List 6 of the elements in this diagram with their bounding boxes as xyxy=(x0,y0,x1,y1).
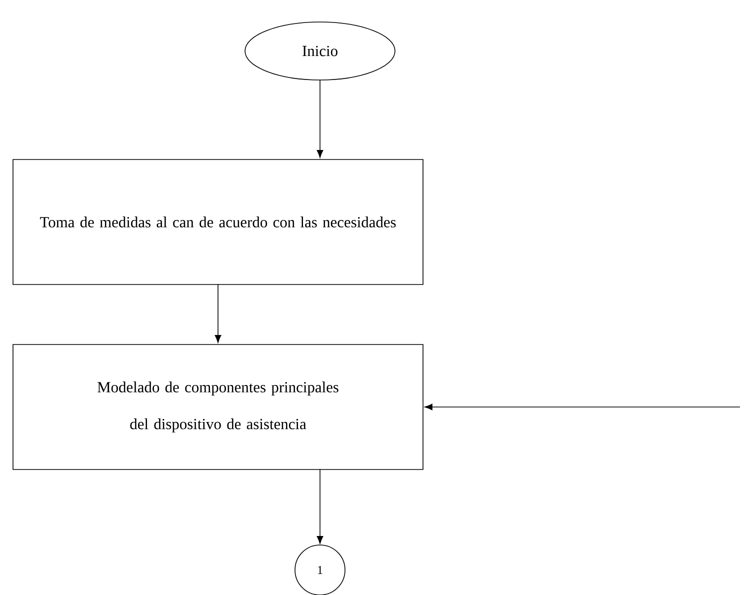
process-box: Toma de medidas al can de acuerdo con las necesidades xyxy=(12,159,424,285)
arrow xyxy=(424,404,740,410)
arrow xyxy=(214,284,222,343)
process-box: Modelado de componentes principales del dispositivo de asistencia xyxy=(12,344,424,470)
arrow xyxy=(316,80,324,158)
arrow xyxy=(316,468,324,544)
